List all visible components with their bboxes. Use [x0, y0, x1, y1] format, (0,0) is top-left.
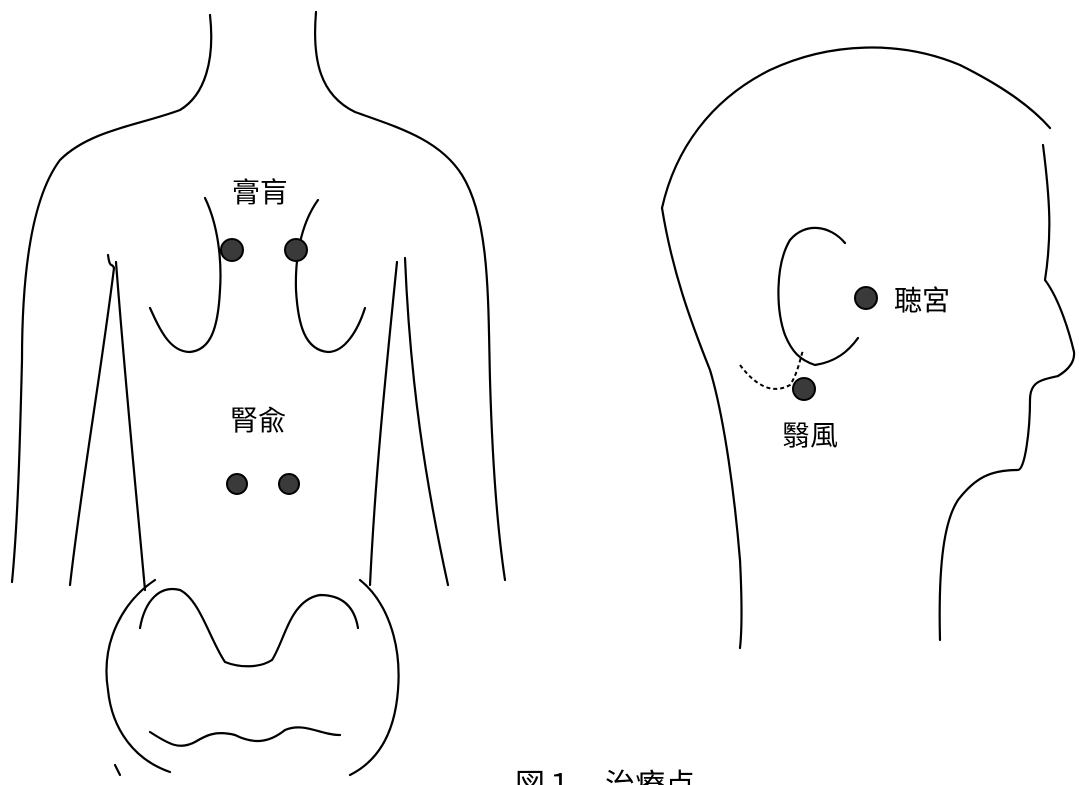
left-inner-arm-line [70, 255, 114, 585]
koko-point-right[interactable] [285, 239, 307, 261]
torso-left-outer-contour [12, 15, 211, 582]
head-back-contour [662, 48, 1050, 208]
eifu-point[interactable] [793, 378, 815, 400]
torso-right-outer-contour [315, 12, 505, 580]
jinyu-point-right[interactable] [279, 474, 299, 494]
left-torso-side-line [116, 262, 145, 590]
pelvis-outline [106, 580, 170, 772]
jinyu-point-left[interactable] [227, 474, 247, 494]
neck-back-contour [662, 208, 742, 648]
jinyu-label: 腎兪 [230, 404, 286, 437]
edge-mark [115, 765, 120, 775]
eifu-label: 翳風 [782, 419, 838, 452]
pelvis-outline-right [350, 580, 399, 775]
ear-outline [778, 228, 858, 365]
head-view-figure [662, 48, 1074, 648]
back-view-figure [12, 12, 505, 775]
face-profile [940, 145, 1074, 640]
gluteal-fold [150, 727, 340, 745]
head-view-points [793, 287, 877, 400]
ear-lobe-curve [740, 350, 803, 389]
right-torso-side-line [370, 262, 397, 585]
left-scapula [150, 198, 220, 352]
sacrum-wave [140, 589, 358, 666]
right-inner-arm-line [405, 258, 448, 585]
chokyu-point[interactable] [855, 287, 877, 309]
chokyu-label: 聴宮 [894, 284, 950, 317]
koko-point-left[interactable] [221, 239, 243, 261]
figure-caption: 図１ 治療点 [515, 768, 695, 785]
back-view-points [221, 239, 307, 494]
koko-label: 膏肓 [232, 176, 288, 209]
right-scapula [296, 200, 365, 352]
